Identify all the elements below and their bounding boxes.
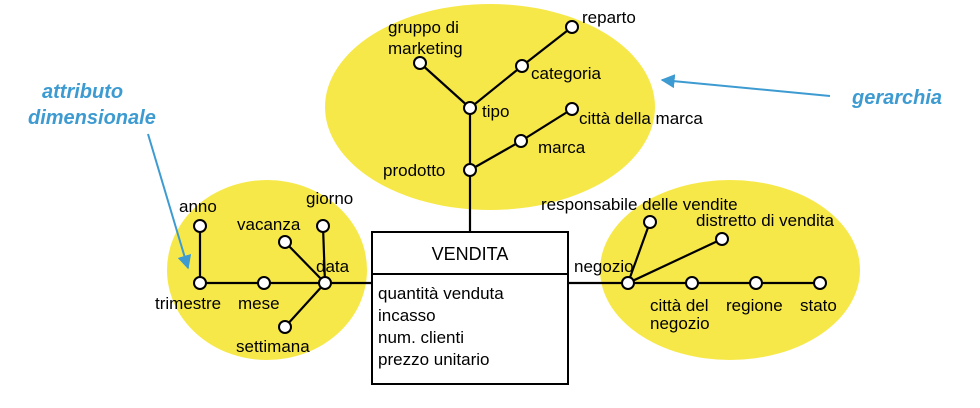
label-categoria: categoria <box>531 64 601 83</box>
node-reparto <box>565 20 579 34</box>
label-data: data <box>316 257 350 276</box>
label-anno: anno <box>179 197 217 216</box>
annotation-gerarchia: gerarchia <box>851 87 942 109</box>
attribute-nodes <box>193 20 827 334</box>
node-gruppo-marketing <box>413 56 427 70</box>
fact-name: VENDITA <box>432 244 509 264</box>
node-prodotto <box>463 163 477 177</box>
annotations: attributo dimensionale gerarchia <box>28 74 942 270</box>
node-responsabile <box>643 215 657 229</box>
measure-prezzo: prezzo unitario <box>378 350 490 369</box>
node-data <box>318 276 332 290</box>
node-citta-marca <box>565 102 579 116</box>
node-negozio <box>621 276 635 290</box>
label-responsabile: responsabile delle vendite <box>541 195 738 214</box>
annotation-dimensionale: dimensionale <box>28 107 156 129</box>
product-hierarchy-region <box>325 4 655 210</box>
node-citta-negozio <box>685 276 699 290</box>
store-hierarchy-region <box>600 180 860 360</box>
fact-box: VENDITA quantità venduta incasso num. cl… <box>371 231 569 385</box>
label-settimana: settimana <box>236 337 310 356</box>
label-negozio: negozio <box>574 257 634 276</box>
label-vacanza: vacanza <box>237 215 301 234</box>
node-mese <box>257 276 271 290</box>
label-trimestre: trimestre <box>155 294 221 313</box>
label-prodotto: prodotto <box>383 161 445 180</box>
measure-quantita: quantità venduta <box>378 284 504 303</box>
label-regione: regione <box>726 296 783 315</box>
label-mese: mese <box>238 294 280 313</box>
label-giorno: giorno <box>306 189 353 208</box>
node-settimana <box>278 320 292 334</box>
node-trimestre <box>193 276 207 290</box>
measure-num-clienti: num. clienti <box>378 328 464 347</box>
node-marca <box>514 134 528 148</box>
label-citta-negozio-line1: città del <box>650 296 709 315</box>
node-tipo <box>463 101 477 115</box>
label-distretto: distretto di vendita <box>696 211 835 230</box>
node-vacanza <box>278 235 292 249</box>
attribute-labels: anno trimestre mese data giorno vacanza … <box>155 8 837 356</box>
node-distretto <box>715 232 729 246</box>
node-stato <box>813 276 827 290</box>
node-giorno <box>316 219 330 233</box>
label-tipo: tipo <box>482 102 509 121</box>
label-stato: stato <box>800 296 837 315</box>
annotation-attributo: attributo <box>42 81 123 103</box>
label-gruppo-line2: marketing <box>388 39 463 58</box>
node-categoria <box>515 59 529 73</box>
measure-incasso: incasso <box>378 306 436 325</box>
annotation-arrow-hierarchy <box>660 74 831 97</box>
label-citta-marca: città della marca <box>579 109 703 128</box>
label-reparto: reparto <box>582 8 636 27</box>
annotation-arrow-attribute <box>147 133 192 270</box>
node-anno <box>193 219 207 233</box>
label-marca: marca <box>538 138 586 157</box>
label-citta-negozio-line2: negozio <box>650 314 710 333</box>
label-gruppo-line1: gruppo di <box>388 18 459 37</box>
node-regione <box>749 276 763 290</box>
